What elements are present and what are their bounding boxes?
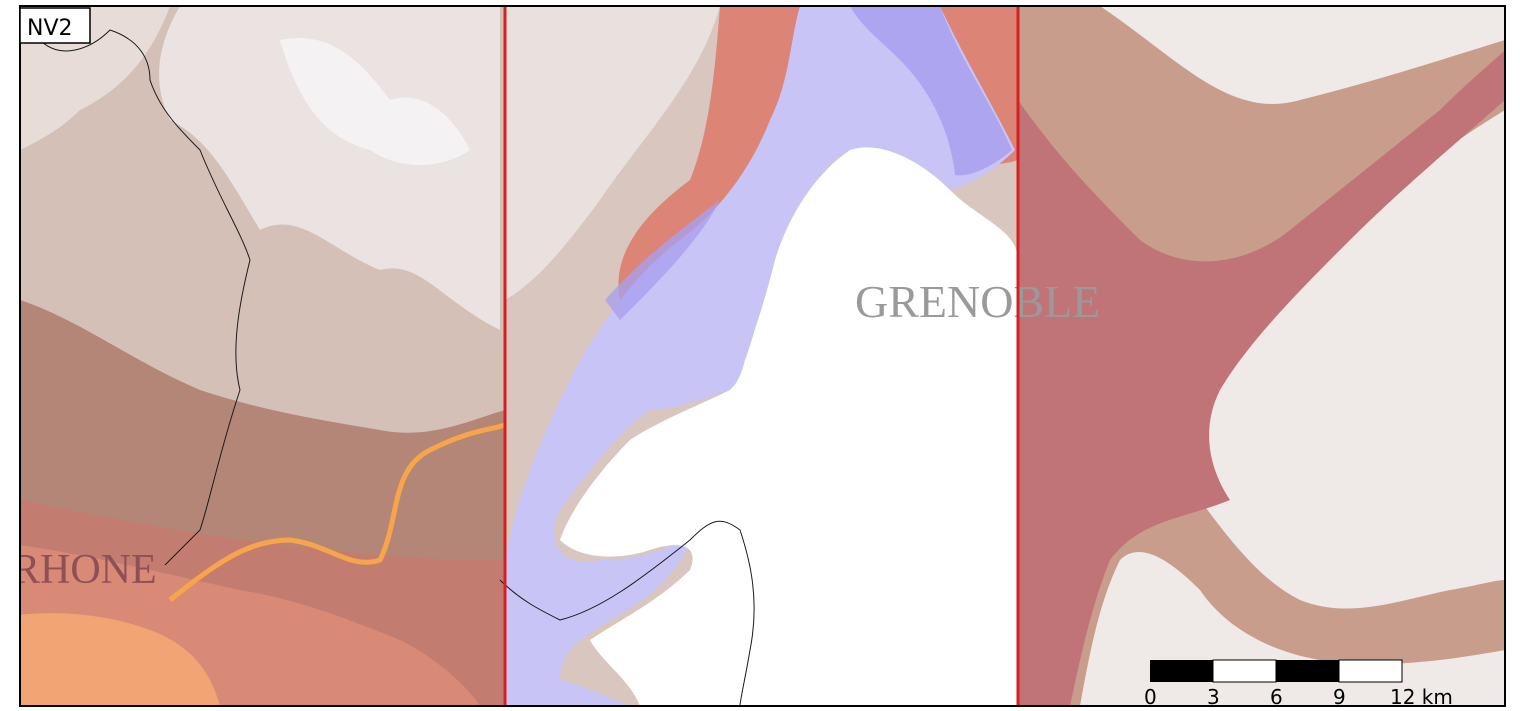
scale-tick-12km: 12 km: [1390, 685, 1453, 709]
scale-bar: 0 3 6 9 12 km: [1144, 659, 1453, 709]
scale-tick-9: 9: [1333, 685, 1346, 709]
panel-label-box: NV2: [19, 7, 91, 44]
scale-tick-0: 0: [1144, 685, 1157, 709]
map-border: [19, 5, 1506, 707]
terrain-layer: GRENOBLE RHONE: [12, 6, 1505, 706]
admin-boundary-line-2: [499, 520, 755, 707]
panel-label: NV2: [27, 16, 73, 41]
place-label-rhone: RHONE: [12, 547, 157, 593]
admin-boundary-line: [39, 29, 251, 566]
scale-tick-3: 3: [1207, 685, 1220, 709]
place-label-grenoble: GRENOBLE: [855, 276, 1100, 327]
scale-tick-6: 6: [1270, 685, 1283, 709]
